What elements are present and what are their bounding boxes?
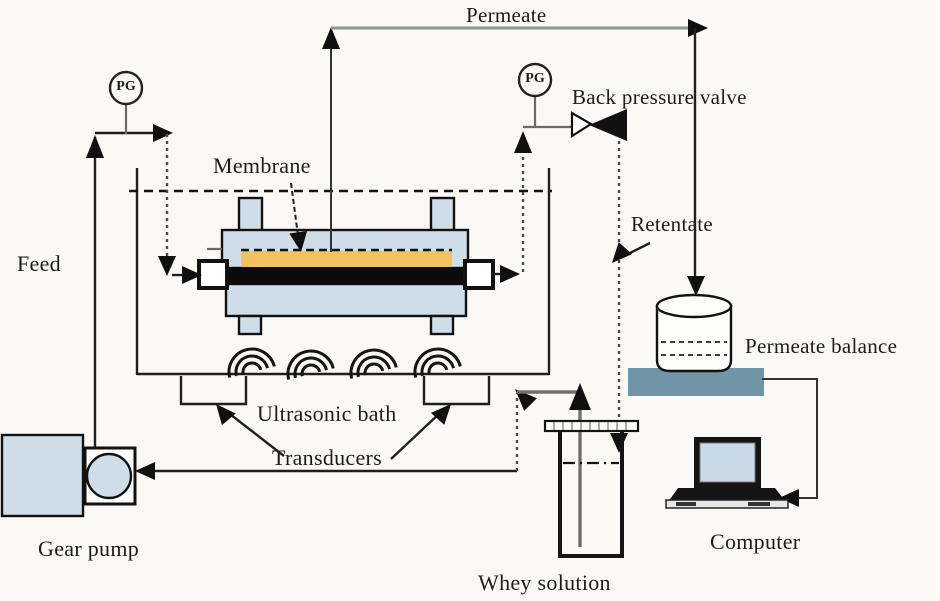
membrane-module <box>197 196 495 336</box>
gear-pump <box>0 433 137 518</box>
feed-piping <box>86 124 202 449</box>
suction-piping <box>135 383 591 547</box>
flow-arrow-right-icon <box>688 19 708 37</box>
permeate-label: Permeate <box>466 3 547 27</box>
tank-walls <box>558 431 624 558</box>
flow-arrow-right-icon <box>153 124 173 142</box>
ultrasonic-bath-label: Ultrasonic bath <box>257 401 397 426</box>
flow-arrow-up-icon <box>569 383 591 410</box>
annotation-pointers <box>216 182 651 460</box>
flow-arrow-down-icon <box>610 433 628 453</box>
flow-arrow-right-icon <box>500 265 520 283</box>
pressure-gauge-icon <box>108 70 144 106</box>
laptop-base <box>665 499 789 509</box>
valve-left-triangle <box>570 111 594 138</box>
membrane-layer <box>241 251 452 267</box>
flow-arrow-up-icon <box>514 131 532 153</box>
transducers-label: Transducers <box>272 445 383 470</box>
laptop-screen <box>699 442 756 483</box>
valve-right-triangle <box>589 109 627 141</box>
whey-solution-label: Whey solution <box>478 570 611 595</box>
permeate-balance <box>628 293 764 396</box>
pressure-gauge-icon <box>517 62 553 98</box>
ultrasound-waves-icon <box>227 347 462 380</box>
flow-arrow-up-icon <box>322 27 340 49</box>
pump-rotor <box>85 452 133 500</box>
whey-tank <box>543 419 640 558</box>
transducer-pointer-right-line <box>390 411 442 460</box>
module-stud-left <box>237 196 264 234</box>
pump-motor-housing <box>0 433 85 518</box>
flow-arrow-left-icon <box>779 489 799 507</box>
ultrasonic-bath <box>129 168 552 406</box>
permeate-piping <box>322 19 708 296</box>
module-outlet-port <box>463 259 495 290</box>
collection-beaker-body <box>655 304 733 373</box>
flow-arrow-up-icon <box>86 135 104 158</box>
transducer-pointer-left-line <box>225 410 285 457</box>
balance-platform <box>628 368 764 396</box>
collection-beaker-rim <box>655 293 733 319</box>
membrane-label: Membrane <box>213 153 311 178</box>
computer-laptop <box>665 437 789 509</box>
balance-computer-wire <box>762 378 818 507</box>
flow-arrow-down-icon <box>158 256 176 276</box>
transducer-pointer-right-arrow-icon <box>430 404 451 425</box>
flow-arrow-down-icon <box>687 276 705 296</box>
tank-flange <box>543 419 640 433</box>
signal-wire <box>762 378 818 499</box>
permeate-balance-label: Permeate balance <box>745 334 898 358</box>
pressure-gauge-2-label: PG <box>525 71 545 86</box>
retentate-piping <box>491 125 628 453</box>
transducer-bracket-right <box>422 376 491 406</box>
feed-label: Feed <box>17 251 61 276</box>
pressure-gauge-1 <box>108 70 144 134</box>
module-foot-right <box>429 314 455 336</box>
laptop-base-detail <box>676 502 696 506</box>
flange-hatching <box>553 422 627 430</box>
laptop-base-detail <box>748 502 770 506</box>
laptop-keyboard <box>668 488 786 502</box>
flow-arrow-up-left-icon <box>515 389 537 411</box>
module-inlet-port <box>197 259 229 290</box>
pressure-gauge-1-label: PG <box>116 79 136 94</box>
gear-pump-label: Gear pump <box>38 536 140 561</box>
back-pressure-valve-label: Back pressure valve <box>572 85 747 109</box>
module-foot-left <box>237 314 263 336</box>
computer-label: Computer <box>710 529 801 554</box>
retentate-pointer-arrow-icon <box>612 242 633 263</box>
back-pressure-valve-icon <box>570 109 627 141</box>
flow-channel <box>222 267 468 284</box>
membrane-pointer-arrow-icon <box>289 230 308 253</box>
flow-arrow-left-icon <box>135 462 155 480</box>
module-lower-body <box>224 282 468 318</box>
flow-arrow-right-icon <box>182 266 202 284</box>
pressure-gauge-2 <box>517 62 553 126</box>
module-stud-right <box>429 196 456 234</box>
transducer-bracket-left <box>179 376 248 406</box>
transducer-pointer-left-arrow-icon <box>216 404 236 426</box>
retentate-label: Retentate <box>631 212 713 236</box>
